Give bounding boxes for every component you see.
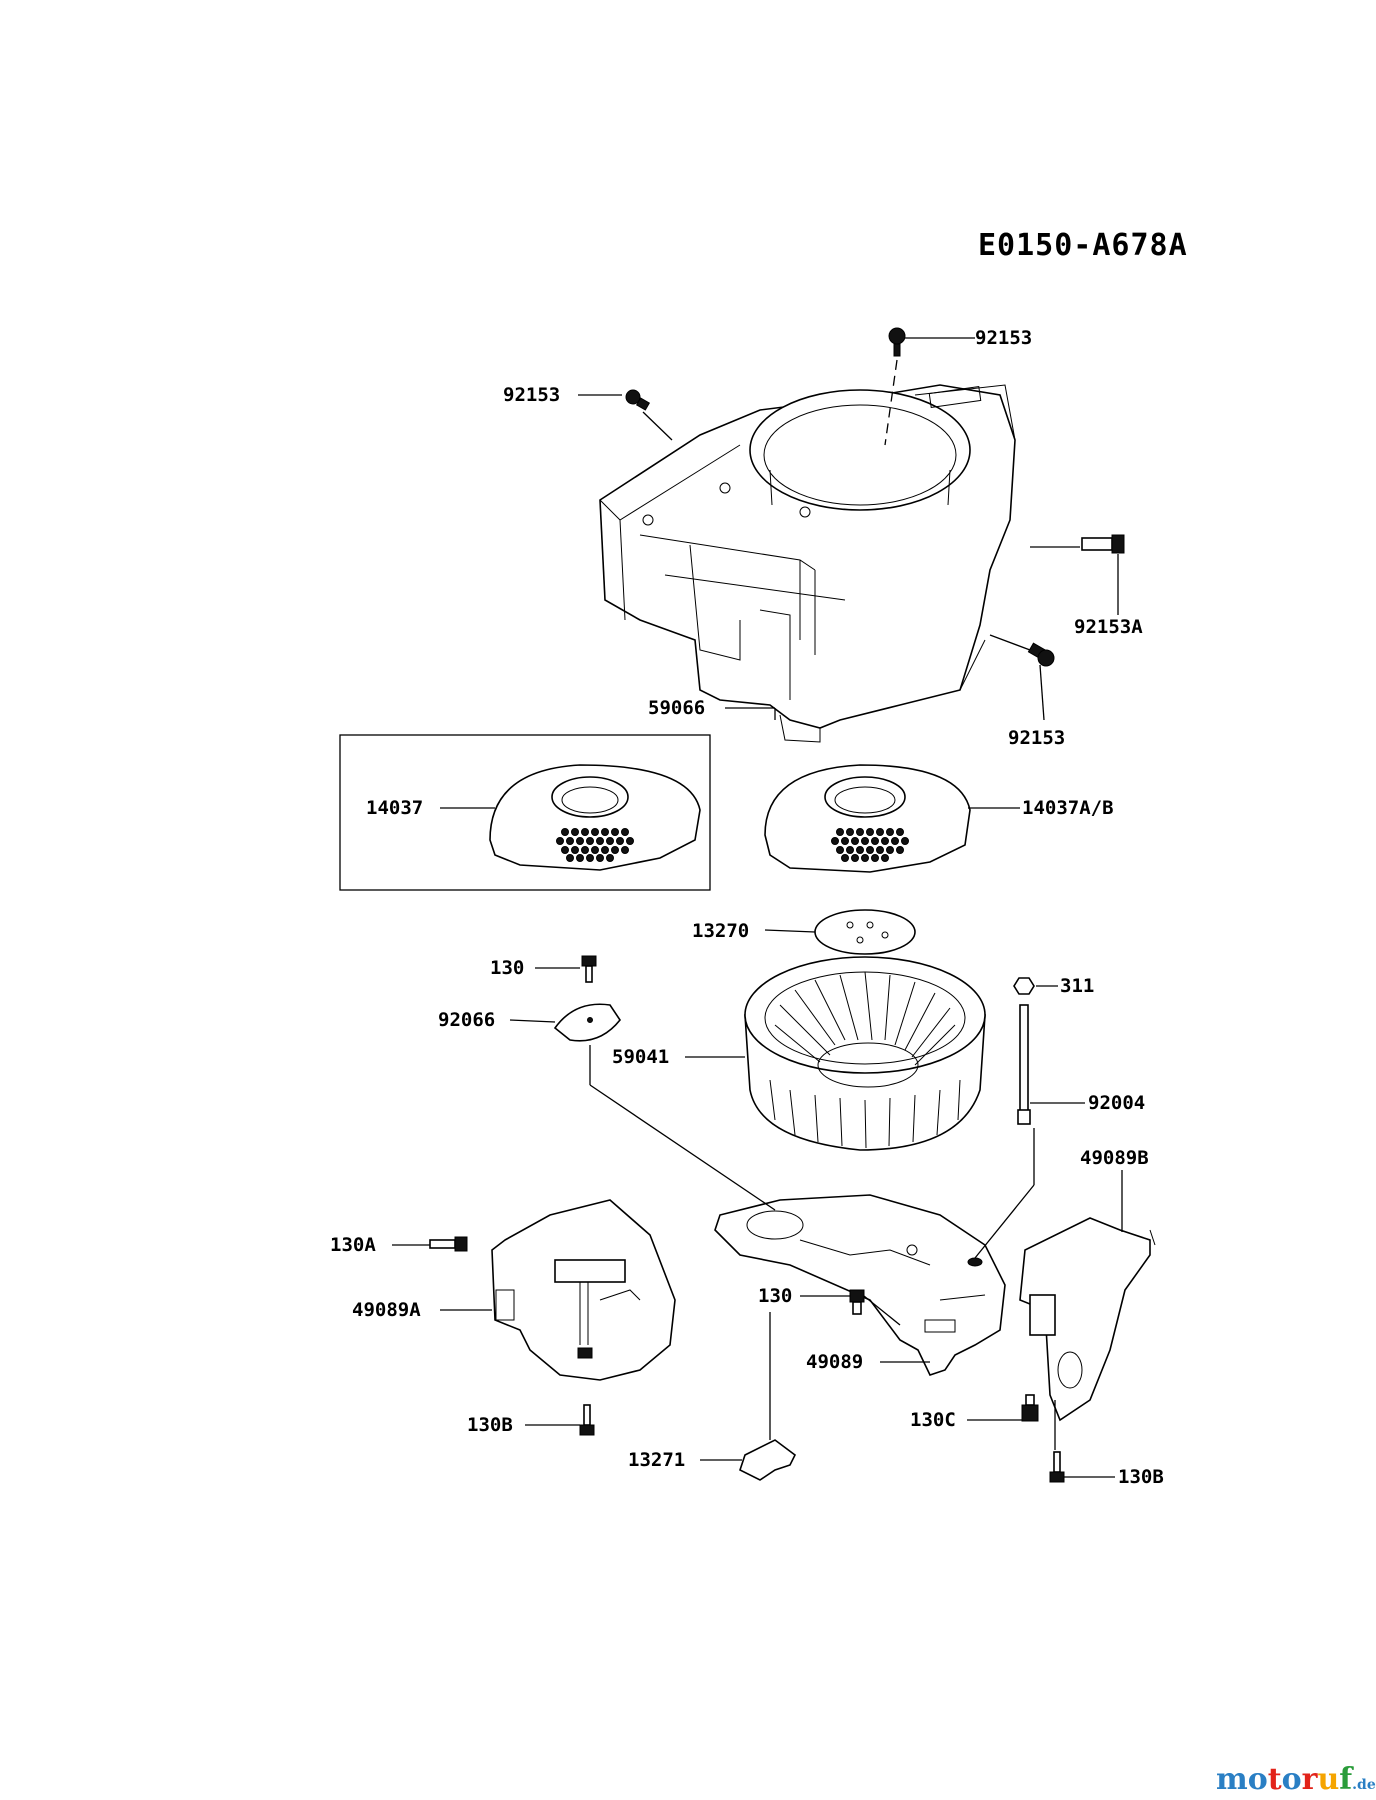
label-92066: 92066 — [438, 1009, 496, 1031]
bolt-130-mid — [849, 1289, 865, 1315]
label-130C: 130C — [910, 1409, 956, 1431]
screw-92153-right — [1027, 642, 1055, 667]
watermark-letter: u — [1317, 1762, 1340, 1797]
label-13270: 13270 — [692, 920, 750, 942]
label-13271: 13271 — [628, 1449, 686, 1471]
label-130A: 130A — [330, 1234, 376, 1256]
label-92153-left: 92153 — [503, 384, 561, 406]
screw-92153A — [1081, 534, 1125, 554]
label-311: 311 — [1060, 975, 1095, 997]
screw-92153-left — [625, 389, 651, 411]
watermark-letter: o — [1281, 1762, 1302, 1797]
nut-311 — [1013, 977, 1035, 995]
blower-housing-59066 — [599, 384, 1016, 743]
watermark-logo: motoruf.de — [1216, 1762, 1376, 1797]
watermark-letter: r — [1301, 1762, 1318, 1797]
label-92153A: 92153A — [1074, 616, 1143, 638]
label-130-mid: 130 — [758, 1285, 793, 1307]
stud-92004 — [1017, 1004, 1031, 1125]
watermark-letter: o — [1247, 1762, 1268, 1797]
screen-14037AB — [764, 764, 971, 873]
label-92153-right: 92153 — [1008, 727, 1066, 749]
label-49089: 49089 — [806, 1351, 864, 1373]
bracket-13271 — [739, 1439, 797, 1481]
label-49089A: 49089A — [352, 1299, 421, 1321]
label-59041: 59041 — [612, 1046, 670, 1068]
screen-14037-box — [339, 734, 711, 891]
label-59066: 59066 — [648, 697, 706, 719]
label-130B-right: 130B — [1118, 1466, 1164, 1488]
label-14037: 14037 — [366, 797, 424, 819]
diagram-code: E0150-A678A — [978, 228, 1188, 263]
bolt-130A — [429, 1236, 468, 1252]
cover-49089A — [491, 1199, 676, 1381]
label-130-top: 130 — [490, 957, 525, 979]
leader-lines — [392, 337, 1123, 1478]
bolt-130B-left — [579, 1404, 595, 1436]
plate-13270 — [814, 909, 916, 955]
screw-92153-top — [888, 327, 906, 357]
label-14037AB: 14037A/B — [1022, 797, 1114, 819]
watermark-letter: f — [1339, 1762, 1353, 1797]
bolt-130C — [1021, 1394, 1039, 1422]
label-92153-top: 92153 — [975, 327, 1033, 349]
label-92004: 92004 — [1088, 1092, 1146, 1114]
screen-14037 — [489, 764, 701, 871]
cover-49089B — [1019, 1217, 1156, 1422]
label-130B-left: 130B — [467, 1414, 513, 1436]
bolt-130B-right — [1049, 1451, 1065, 1483]
watermark-letter: t — [1267, 1762, 1282, 1797]
watermark-suffix: .de — [1352, 1777, 1376, 1793]
watermark-text: motoruf — [1216, 1762, 1352, 1797]
watermark-letter: m — [1216, 1762, 1248, 1797]
fan-59041 — [744, 956, 986, 1151]
bolt-130-top — [581, 955, 597, 983]
label-49089B: 49089B — [1080, 1147, 1149, 1169]
cup-92066 — [553, 1003, 621, 1042]
